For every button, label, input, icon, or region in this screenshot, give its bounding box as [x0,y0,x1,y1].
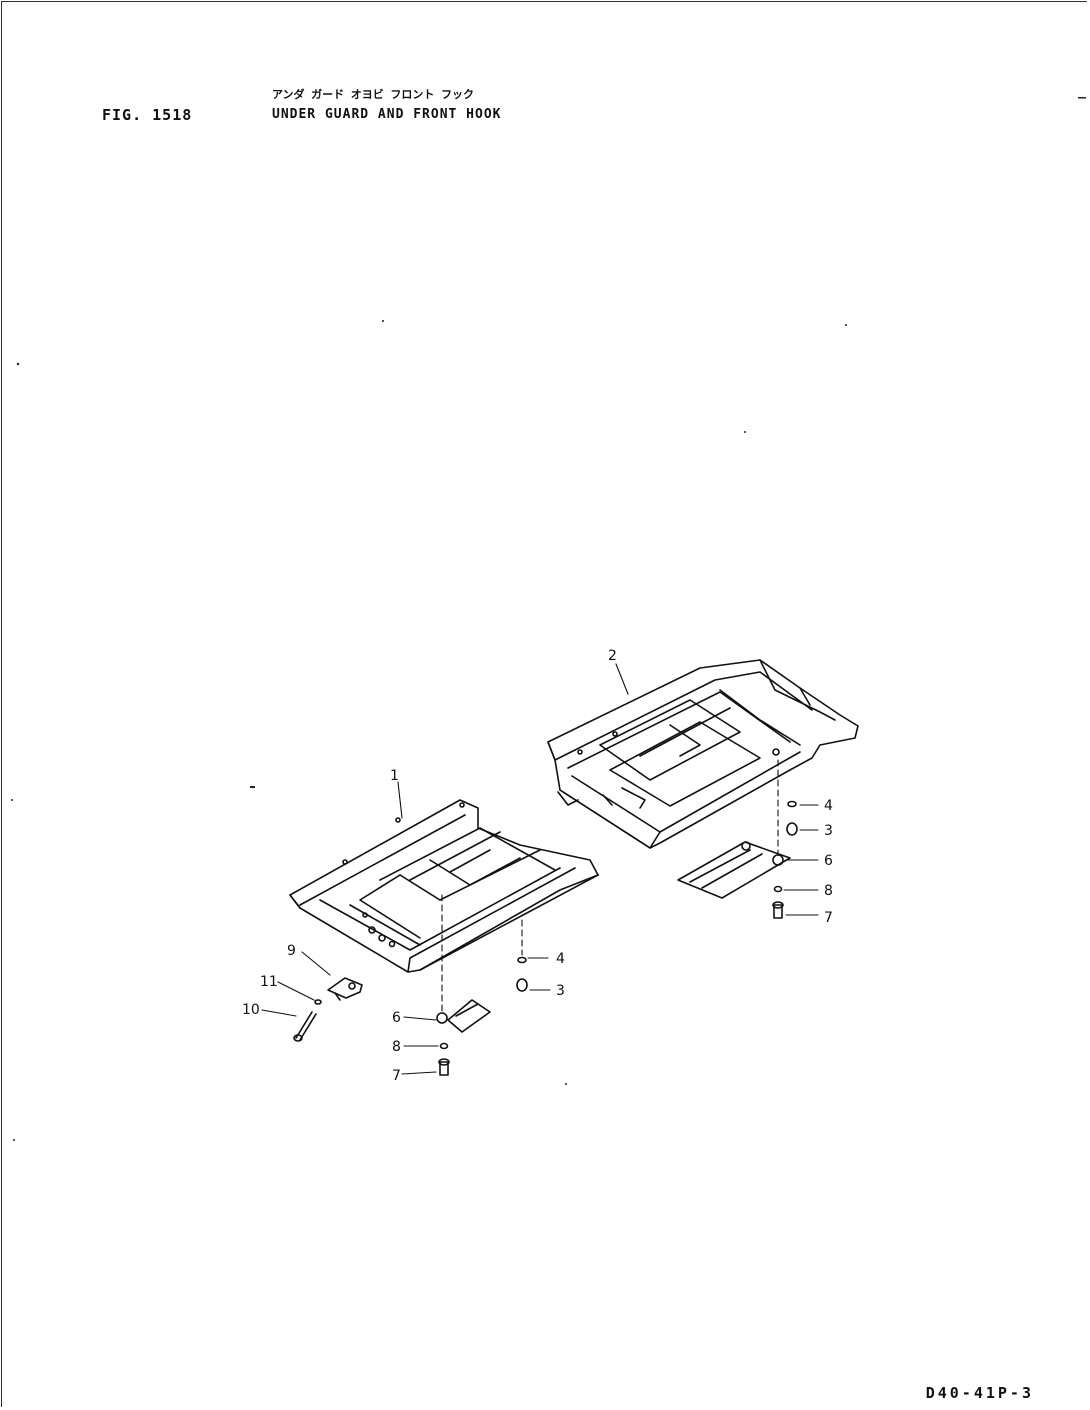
callout-3-rear: 3 [824,823,833,839]
callout-labels: 1 2 4 3 6 8 7 4 3 6 8 7 9 11 10 [242,648,833,1084]
callout-4-rear: 4 [824,798,833,814]
front-hook-drawing [327,977,363,1001]
callout-6-front: 6 [392,1010,401,1026]
document-code: D40-41P-3 [925,1384,1034,1402]
figure-title: UNDER GUARD AND FRONT HOOK [272,107,502,122]
callout-9: 9 [287,943,296,959]
figure-title-japanese: アンダ ガード オヨビ フロント フック [272,88,475,101]
pin-drawing [293,1011,317,1042]
scan-specks [11,97,1086,1141]
callout-8-rear: 8 [824,883,833,899]
callout-10: 10 [242,1002,260,1018]
alignment-lines [441,759,779,1013]
rear-cover-plate-drawing [677,841,791,899]
callout-4-front: 4 [556,951,565,967]
callout-11: 11 [260,974,278,990]
callout-7-front: 7 [392,1068,401,1084]
callout-6-rear: 6 [824,853,833,869]
front-hardware-drawing [314,956,528,1076]
callout-7-rear: 7 [824,910,833,926]
callout-2: 2 [608,648,617,664]
rear-under-guard-drawing [547,659,859,849]
callout-8-front: 8 [392,1039,401,1055]
front-cover-plate-drawing [447,999,491,1033]
callout-1: 1 [390,768,399,784]
leader-lines [261,663,819,1075]
front-under-guard-drawing [289,799,599,973]
callout-3-front: 3 [556,983,565,999]
figure-number: FIG. 1518 [102,106,193,124]
